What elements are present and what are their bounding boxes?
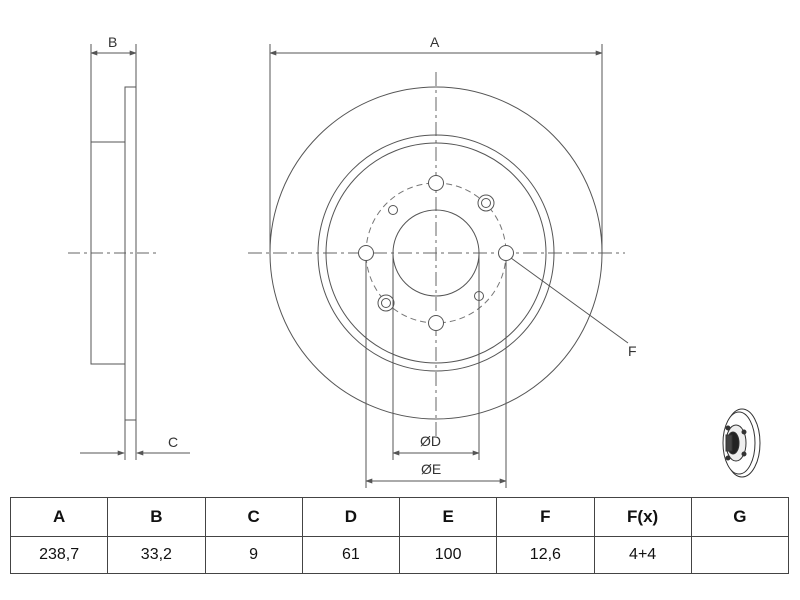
spec-header-row: A B C D E F F(x) G <box>9 497 790 537</box>
header-f: F <box>496 497 595 537</box>
bolt-hole <box>498 245 514 261</box>
dim-b-label: B <box>108 34 117 50</box>
value-a: 238,7 <box>9 536 109 574</box>
side-friction-ring <box>124 86 137 421</box>
bolt-hole <box>428 315 444 331</box>
spec-table: A B C D E F F(x) G 238,7 33,2 9 61 100 1… <box>9 497 790 574</box>
bolt-hole <box>428 175 444 191</box>
dim-d-label: ØD <box>420 433 441 449</box>
spec-value-row: 238,7 33,2 9 61 100 12,6 4+4 <box>9 536 790 574</box>
value-e: 100 <box>398 536 498 574</box>
brake-disc-drawing: B C A F <box>68 34 761 488</box>
header-e: E <box>398 497 498 537</box>
dim-d-extensions <box>392 253 480 460</box>
header-fx: F(x) <box>593 497 692 537</box>
value-c: 9 <box>204 536 303 574</box>
threaded-hole-inner <box>381 298 391 308</box>
dim-a-label: A <box>430 34 440 50</box>
dim-e-label: ØE <box>421 461 441 477</box>
threaded-holes <box>377 194 495 312</box>
disc-iso-thumbnail <box>722 408 761 478</box>
bolt-hole <box>358 245 374 261</box>
header-d: D <box>301 497 401 537</box>
value-g <box>690 536 790 574</box>
value-f: 12,6 <box>496 536 595 574</box>
header-g: G <box>690 497 790 537</box>
front-view <box>248 72 625 440</box>
dim-e-extensions <box>365 261 507 488</box>
value-fx: 4+4 <box>593 536 692 574</box>
header-a: A <box>9 497 109 537</box>
dim-a-extensions <box>269 44 603 253</box>
side-view <box>68 44 158 460</box>
header-b: B <box>107 497 206 537</box>
value-d: 61 <box>301 536 401 574</box>
dim-c-label: C <box>168 434 178 450</box>
bolt-holes <box>358 175 514 331</box>
value-b: 33,2 <box>107 536 206 574</box>
threaded-hole-inner <box>481 198 491 208</box>
dim-f-leader <box>510 257 629 344</box>
hat-inner-edge <box>325 142 547 364</box>
hat-outer-edge <box>317 134 555 372</box>
small-hole <box>388 205 398 215</box>
header-c: C <box>204 497 303 537</box>
dim-f-label: F <box>628 343 637 359</box>
